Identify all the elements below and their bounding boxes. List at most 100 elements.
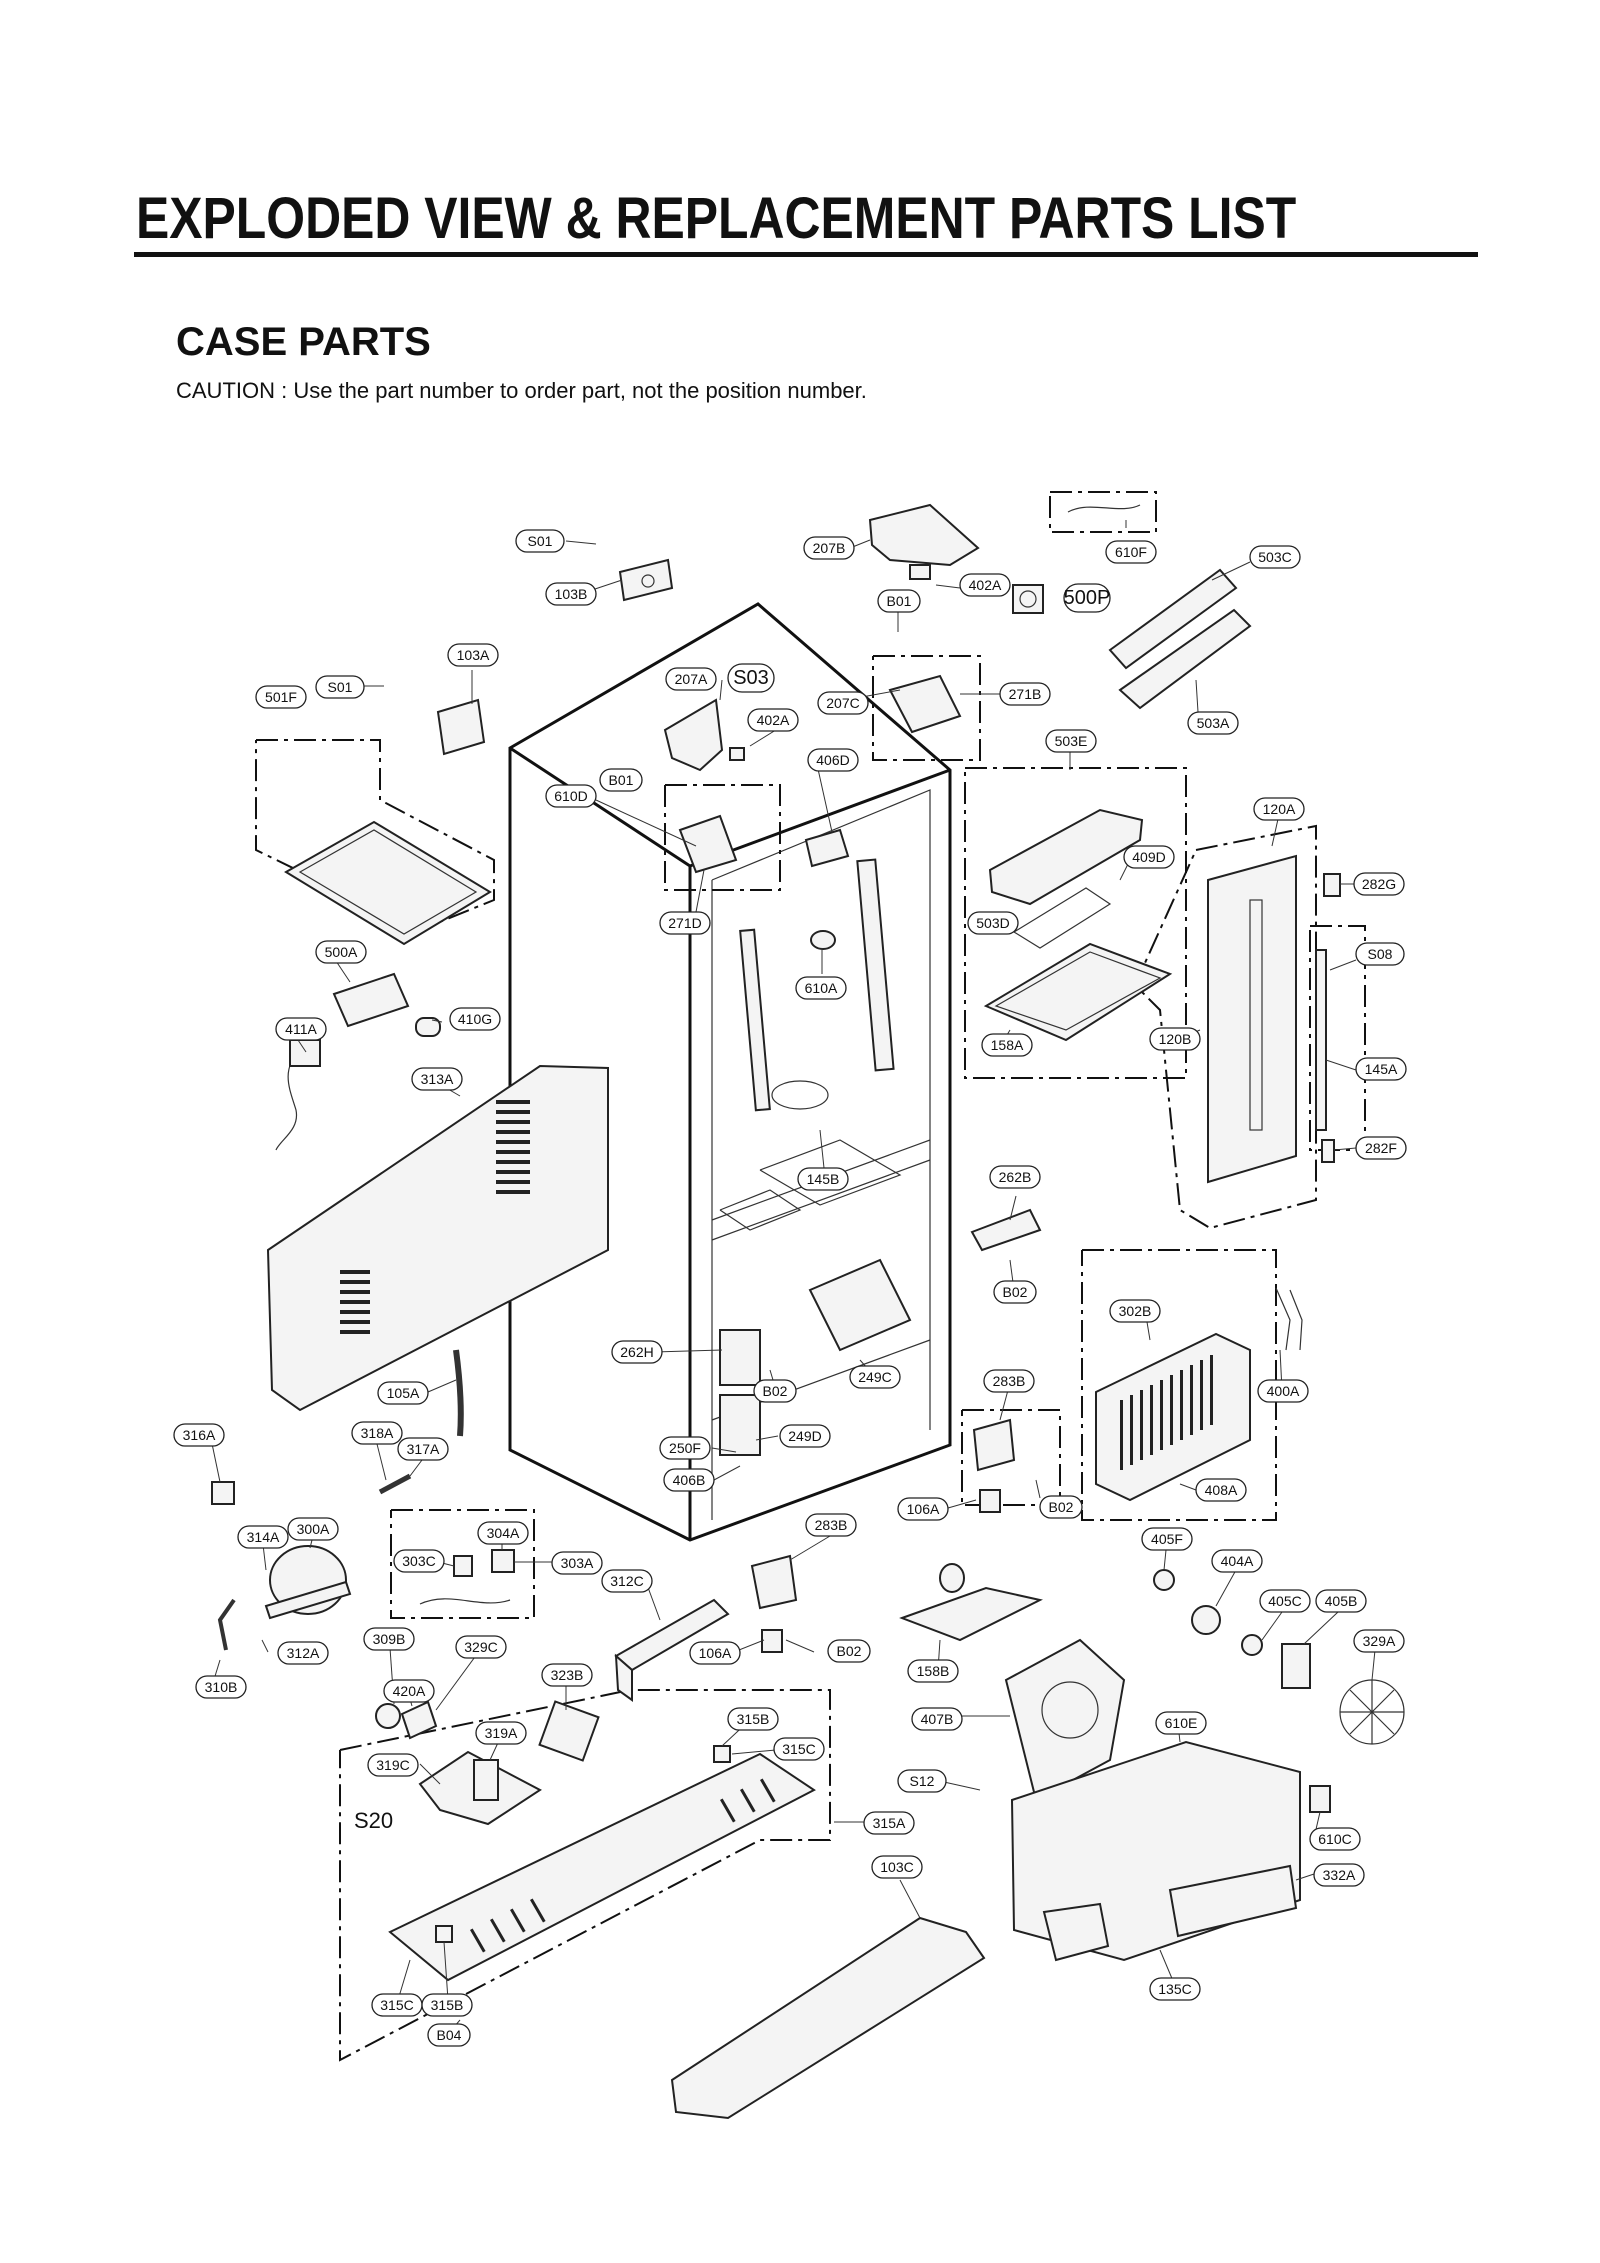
callout-500P: 500P (1063, 583, 1111, 613)
callout-406B: 406B (663, 1468, 715, 1492)
callout-103C: 103C (871, 1855, 923, 1879)
callout-315A: 315A (863, 1811, 915, 1835)
callout-282F: 282F (1355, 1136, 1407, 1160)
svg-text:310B: 310B (205, 1679, 238, 1695)
page-title: EXPLODED VIEW & REPLACEMENT PARTS LIST (136, 186, 1297, 251)
svg-text:249C: 249C (858, 1369, 891, 1385)
callout-283B-center: 283B (805, 1513, 857, 1537)
callout-408A: 408A (1195, 1478, 1247, 1502)
svg-text:282G: 282G (1362, 876, 1396, 892)
callout-503D: 503D (967, 911, 1019, 935)
svg-text:S08: S08 (1368, 946, 1393, 962)
svg-text:315C: 315C (782, 1741, 815, 1757)
callout-S01-top: S01 (515, 529, 565, 553)
callout-262B: 262B (989, 1165, 1041, 1189)
svg-text:303C: 303C (402, 1553, 435, 1569)
svg-text:207B: 207B (813, 540, 846, 556)
callout-409D: 409D (1123, 845, 1175, 869)
svg-text:S01: S01 (328, 679, 353, 695)
svg-text:S12: S12 (910, 1773, 935, 1789)
callout-610A: 610A (795, 976, 847, 1000)
callout-610C: 610C (1309, 1827, 1361, 1851)
svg-text:610C: 610C (1318, 1831, 1351, 1847)
svg-text:262B: 262B (999, 1169, 1032, 1185)
svg-text:250F: 250F (669, 1440, 701, 1456)
callout-303C: 303C (393, 1549, 445, 1573)
svg-text:501F: 501F (265, 689, 297, 705)
callout-S20: S20 (354, 1808, 393, 1833)
svg-text:S01: S01 (528, 533, 553, 549)
svg-text:313A: 313A (421, 1071, 454, 1087)
svg-text:303A: 303A (561, 1555, 594, 1571)
callout-329C: 329C (455, 1635, 507, 1659)
callout-207B: 207B (803, 536, 855, 560)
callout-315C-top: 315C (773, 1737, 825, 1761)
callout-106A-right: 106A (897, 1497, 949, 1521)
callout-404A: 404A (1211, 1549, 1263, 1573)
svg-text:106A: 106A (699, 1645, 732, 1661)
svg-text:500A: 500A (325, 944, 358, 960)
svg-text:407B: 407B (921, 1711, 954, 1727)
svg-text:610D: 610D (554, 788, 587, 804)
svg-text:283B: 283B (815, 1517, 848, 1533)
callout-120A: 120A (1253, 797, 1305, 821)
svg-text:315A: 315A (873, 1815, 906, 1831)
callout-B01-mid: B01 (599, 768, 643, 792)
callout-labels: S01 103B 103A S01 501F 207B 402A B01 500… (173, 529, 1407, 2047)
svg-text:249D: 249D (788, 1428, 821, 1444)
callout-332A: 332A (1313, 1863, 1365, 1887)
callout-329A: 329A (1353, 1629, 1405, 1653)
callout-B02-center2: B02 (827, 1639, 871, 1663)
svg-text:503A: 503A (1197, 715, 1230, 731)
svg-text:402A: 402A (757, 712, 790, 728)
callout-106A-center: 106A (689, 1641, 741, 1665)
callout-158B: 158B (907, 1659, 959, 1683)
svg-text:503C: 503C (1258, 549, 1291, 565)
svg-text:400A: 400A (1267, 1383, 1300, 1399)
callout-317A: 317A (397, 1437, 449, 1461)
callout-309B: 309B (363, 1627, 415, 1651)
svg-text:283B: 283B (993, 1373, 1026, 1389)
callout-318A: 318A (351, 1421, 403, 1445)
callout-S12: S12 (897, 1769, 947, 1793)
callout-103A: 103A (447, 643, 499, 667)
callout-503A: 503A (1187, 711, 1239, 735)
callout-315B-top: 315B (727, 1707, 779, 1731)
svg-text:145A: 145A (1365, 1061, 1398, 1077)
svg-text:406B: 406B (673, 1472, 706, 1488)
svg-text:312A: 312A (287, 1645, 320, 1661)
callout-103B: 103B (545, 582, 597, 606)
svg-text:411A: 411A (285, 1021, 317, 1037)
svg-text:410G: 410G (458, 1011, 492, 1027)
callout-407B: 407B (911, 1707, 963, 1731)
callout-304A: 304A (477, 1521, 529, 1545)
callout-405F: 405F (1141, 1527, 1193, 1551)
svg-text:B02: B02 (1003, 1284, 1028, 1300)
callout-313A: 313A (411, 1067, 463, 1091)
svg-text:503E: 503E (1055, 733, 1088, 749)
svg-text:420A: 420A (393, 1683, 426, 1699)
svg-text:500P: 500P (1064, 587, 1111, 609)
svg-text:315C: 315C (380, 1997, 413, 2013)
svg-text:405C: 405C (1268, 1593, 1301, 1609)
svg-text:323B: 323B (551, 1667, 584, 1683)
svg-text:B01: B01 (609, 772, 634, 788)
svg-text:317A: 317A (407, 1441, 440, 1457)
svg-text:610E: 610E (1165, 1715, 1198, 1731)
callout-312C: 312C (601, 1569, 653, 1593)
dashed-group-boxes (255, 491, 1366, 2062)
callout-158A: 158A (981, 1033, 1033, 1057)
callout-302B: 302B (1109, 1299, 1161, 1323)
svg-text:120A: 120A (1263, 801, 1296, 817)
svg-text:103A: 103A (457, 647, 490, 663)
svg-text:316A: 316A (183, 1427, 216, 1443)
callout-207A: 207A (665, 667, 717, 691)
svg-text:318A: 318A (361, 1425, 394, 1441)
svg-text:B02: B02 (837, 1643, 862, 1659)
callout-271D: 271D (659, 911, 711, 935)
svg-text:329A: 329A (1363, 1633, 1396, 1649)
svg-text:329C: 329C (464, 1639, 497, 1655)
callout-S01-left: S01 (315, 675, 365, 699)
svg-text:309B: 309B (373, 1631, 406, 1647)
